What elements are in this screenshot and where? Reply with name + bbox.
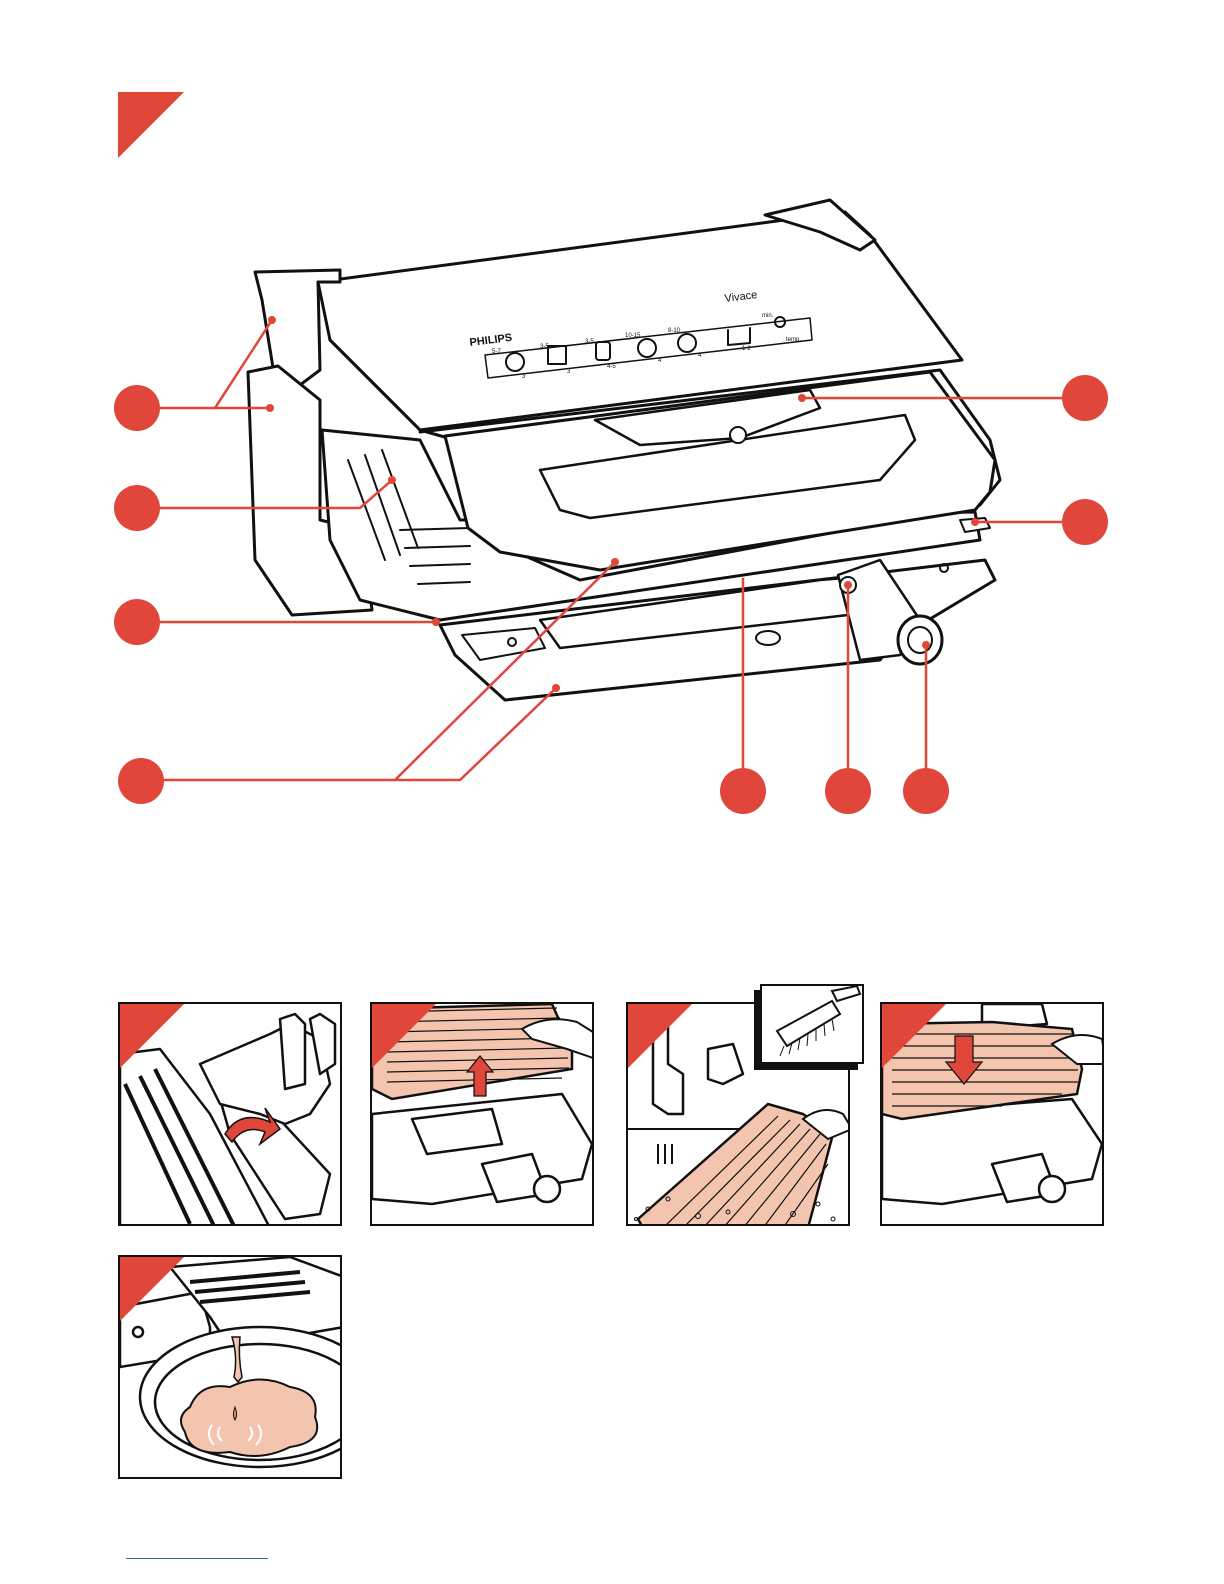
panel-top-label-3: 3-5 [585, 339, 594, 345]
step-figure-lift-plate [370, 1002, 594, 1226]
panel-top-label-2: 3-5 [540, 344, 549, 350]
callout-circle-lower-plate [114, 599, 160, 645]
step-corner-mark-icon [120, 1004, 184, 1068]
panel-bottom-label-6: 1-2 [742, 346, 751, 352]
callout-circle-housing [118, 758, 164, 804]
grill-overview-illustration: PHILIPS Vivace 5-7 3-5 3-5 10-15 8-10 3 … [0, 180, 1224, 840]
footer-rule [126, 1558, 268, 1559]
brush-icon [762, 986, 862, 1062]
step-figure-drip-tray [118, 1255, 342, 1479]
step-corner-mark-icon [120, 1257, 184, 1321]
section-corner-mark-icon [118, 92, 184, 158]
callout-circle-drip-tray [720, 768, 766, 814]
panel-bottom-label-3: 4-5 [607, 364, 616, 370]
step-corner-mark-icon [372, 1004, 436, 1068]
step-corner-mark-icon [882, 1004, 946, 1068]
callout-circle-hinge-bar [1062, 499, 1108, 545]
step-figure-release-catch [118, 1002, 342, 1226]
step-figure-insert-plate [880, 1002, 1104, 1226]
step-corner-mark-icon [628, 1004, 692, 1068]
panel-top-label-5: 8-10 [668, 328, 681, 334]
callout-circle-hinge-brackets [114, 385, 160, 431]
panel-top-label-1: 5-7 [492, 349, 501, 355]
indicator-min-label: min. [762, 313, 774, 319]
panel-top-label-4: 10-15 [625, 333, 641, 339]
callout-circle-handle [1062, 375, 1108, 421]
callout-circle-thermostat-knob [903, 768, 949, 814]
callout-circle-pilot-light [825, 768, 871, 814]
indicator-temp-label: temp. [786, 337, 801, 343]
brush-inset [760, 984, 864, 1064]
callout-circle-upper-plate [114, 485, 160, 531]
